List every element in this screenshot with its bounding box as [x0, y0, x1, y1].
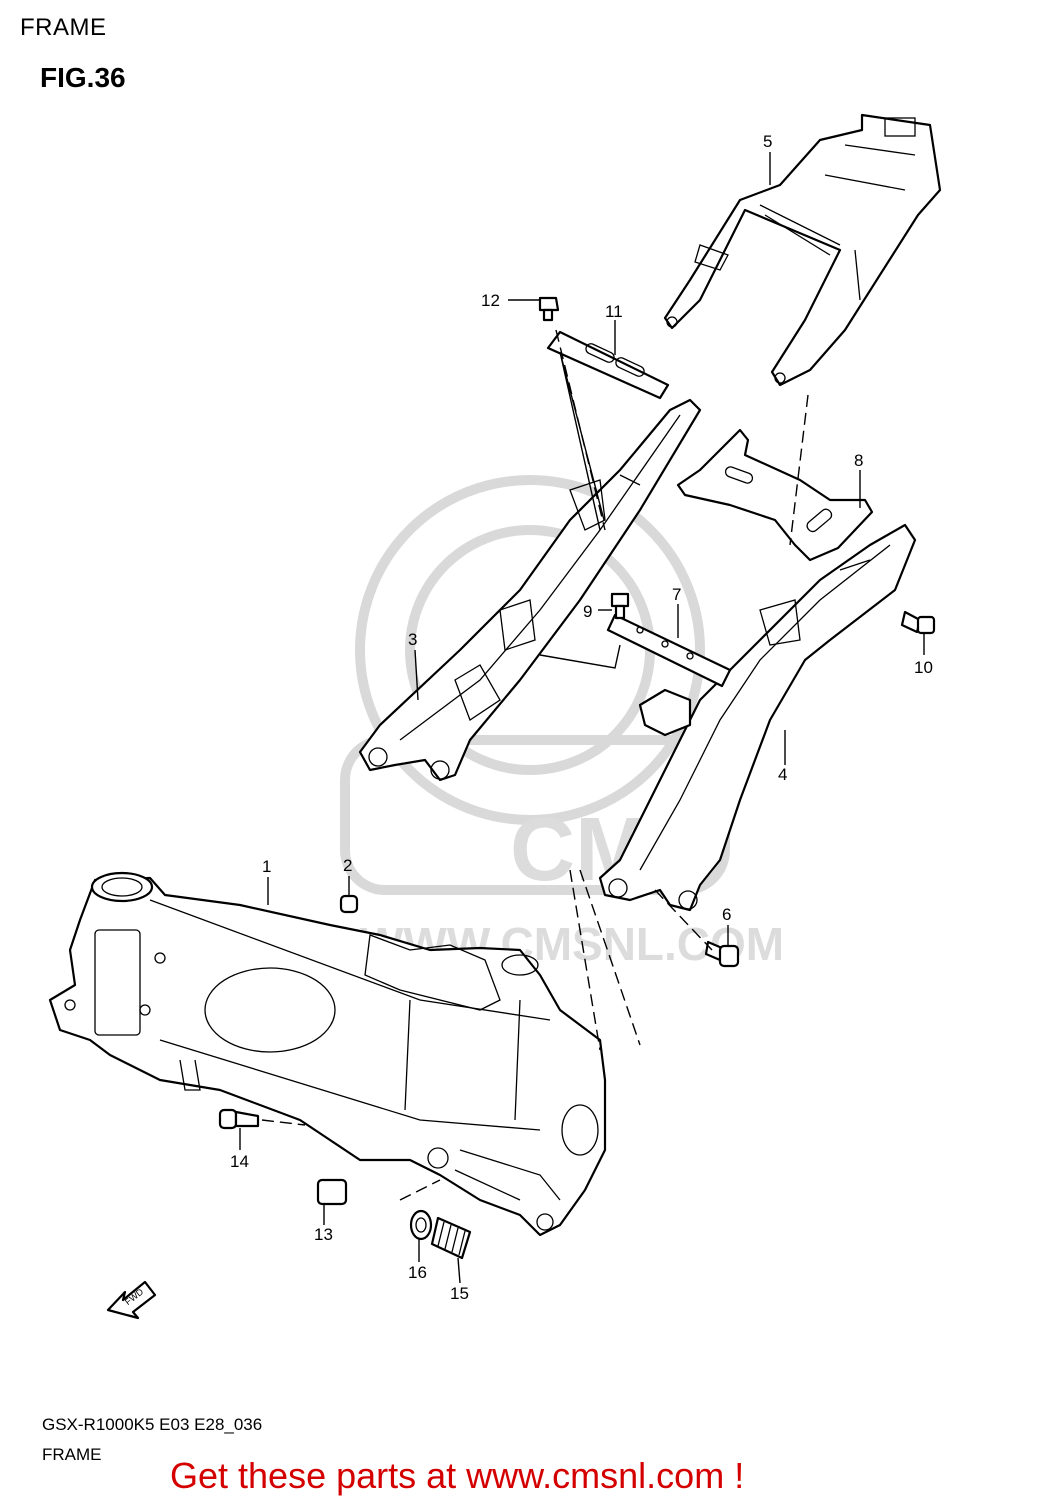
section-title: FRAME [20, 14, 107, 41]
callout-10: 10 [914, 658, 933, 677]
callout-1: 1 [262, 857, 271, 876]
callout-7: 7 [672, 585, 681, 604]
figure-number: FIG.36 [40, 62, 126, 93]
callout-2: 2 [343, 856, 352, 875]
callout-5: 5 [763, 132, 772, 151]
part-9-bolt [610, 592, 630, 620]
parts-link-banner[interactable]: Get these parts at www.cmsnl.com ! [170, 1455, 745, 1496]
part-4-right-seat-rail [598, 523, 917, 912]
part-10-bolt [900, 610, 936, 635]
callout-9: 9 [583, 602, 592, 621]
callout-11: 11 [605, 302, 623, 321]
part-12-bolt [538, 296, 560, 322]
part-13-collar [316, 1178, 348, 1206]
callout-13: 13 [314, 1225, 333, 1244]
callout-16: 16 [408, 1263, 427, 1282]
callout-14: 14 [230, 1152, 249, 1171]
forward-direction-arrow: FWD [106, 1280, 157, 1320]
callout-12: 12 [481, 291, 500, 310]
part-15-adjuster [430, 1216, 472, 1260]
part-3-left-seat-rail [358, 398, 702, 782]
assembly-lines [261, 329, 809, 1201]
part-1-main-frame [48, 871, 607, 1237]
part-16-washer [409, 1209, 433, 1241]
callout-6: 6 [722, 905, 731, 924]
part-6-bolt [704, 940, 740, 968]
part-2-collar [339, 894, 359, 914]
part-8-bracket [676, 428, 874, 562]
callout-labels: 5 12 11 8 7 9 3 10 4 1 2 6 14 13 16 15 [230, 132, 933, 1303]
part-5-rear-subframe [663, 113, 942, 387]
part-14-bolt [218, 1108, 260, 1130]
callout-8: 8 [854, 451, 863, 470]
model-code: GSX-R1000K5 E03 E28_036 [42, 1415, 263, 1434]
figure-caption: FRAME [42, 1445, 102, 1464]
part-7-plate [606, 613, 732, 688]
callout-4: 4 [778, 765, 787, 784]
part-11-plate [546, 330, 670, 400]
leader-lines [239, 152, 925, 1284]
exploded-parts-diagram: CMS WWW.CMSNL.COM [48, 113, 942, 1320]
callout-15: 15 [450, 1284, 469, 1303]
callout-3: 3 [408, 630, 417, 649]
